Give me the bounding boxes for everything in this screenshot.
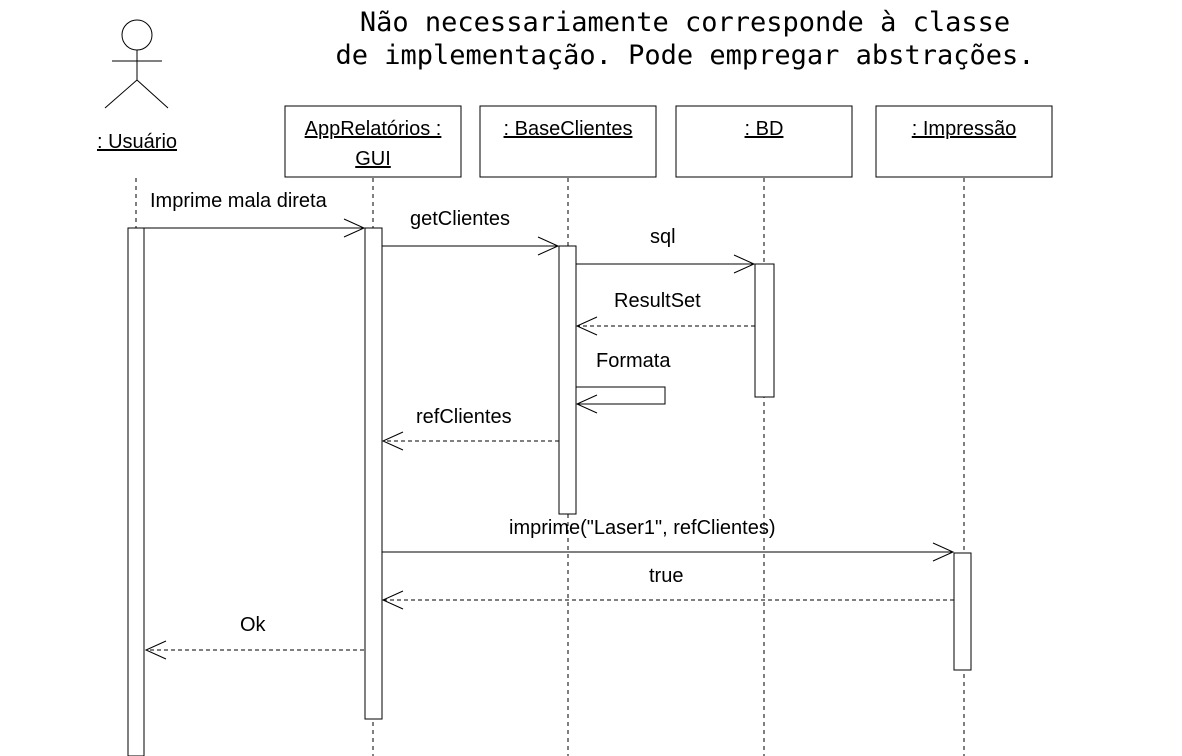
label-imprime: imprime("Laser1", refClientes) bbox=[509, 517, 776, 539]
label-imprime-mala-direta: Imprime mala direta bbox=[150, 190, 328, 212]
message-sql bbox=[576, 254, 756, 274]
message-imprime bbox=[382, 542, 955, 562]
message-resultset bbox=[575, 316, 755, 336]
label-get-clientes: getClientes bbox=[410, 208, 510, 230]
label-ref-clientes: refClientes bbox=[416, 406, 512, 428]
label-true: true bbox=[649, 565, 683, 587]
object-app-relatorios: AppRelatórios : GUI bbox=[284, 105, 462, 178]
activation-impressao bbox=[953, 552, 972, 671]
message-ref-clientes bbox=[381, 431, 559, 451]
object-impressao-label: : Impressão bbox=[912, 118, 1016, 140]
object-base-label: : BaseClientes bbox=[504, 118, 633, 140]
message-imprime-mala-direta bbox=[144, 218, 366, 238]
note-line-1: Não necessariamente corresponde à classe bbox=[360, 7, 1010, 38]
message-true bbox=[381, 590, 954, 610]
object-impressao: : Impressão bbox=[875, 105, 1053, 178]
object-bd-label: : BD bbox=[745, 118, 784, 140]
activation-base bbox=[558, 245, 577, 515]
label-resultset: ResultSet bbox=[614, 290, 701, 312]
actor-figure bbox=[104, 19, 169, 109]
activation-bd bbox=[754, 263, 775, 398]
activation-usuario bbox=[127, 227, 145, 756]
actor-label: : Usuário bbox=[97, 131, 177, 153]
label-formata: Formata bbox=[596, 350, 671, 372]
object-app-label-line2: GUI bbox=[355, 148, 391, 170]
message-get-clientes bbox=[382, 236, 560, 256]
label-sql: sql bbox=[650, 226, 676, 248]
object-base-clientes: : BaseClientes bbox=[479, 105, 657, 178]
object-app-label-line1: AppRelatórios : bbox=[305, 118, 442, 140]
label-ok: Ok bbox=[240, 614, 267, 636]
activation-app bbox=[364, 227, 383, 720]
note-line-2: de implementação. Pode empregar abstraçõ… bbox=[336, 40, 1035, 71]
message-formata bbox=[575, 386, 666, 414]
object-bd: : BD bbox=[675, 105, 853, 178]
message-ok bbox=[144, 640, 364, 660]
